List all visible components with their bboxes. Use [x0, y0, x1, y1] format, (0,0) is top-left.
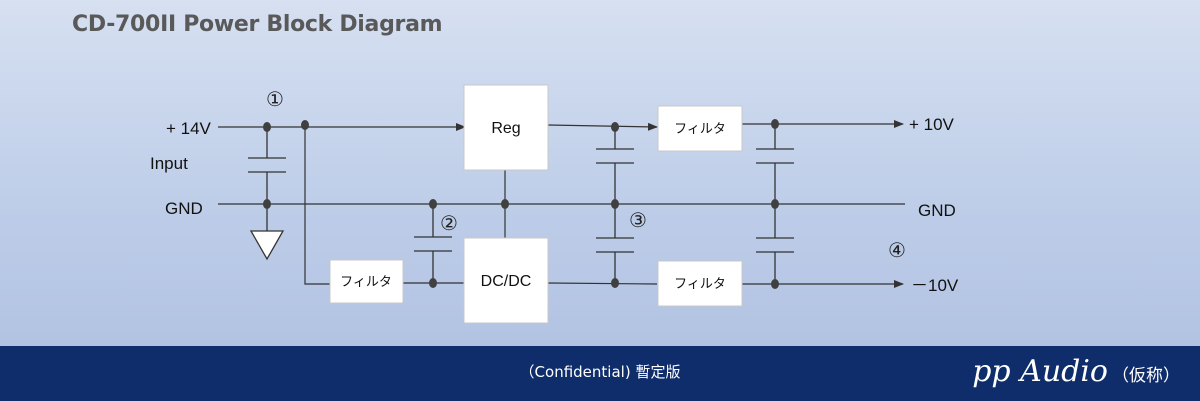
junction-node: [429, 199, 437, 209]
junction-node: [771, 199, 779, 209]
footer-bar: （Confidential) 暫定版 pp Audio（仮称）: [0, 346, 1200, 401]
brand-suffix: （仮称）: [1112, 366, 1180, 386]
page-title: CD-700II Power Block Diagram: [72, 12, 443, 37]
junction-node: [301, 120, 309, 130]
filter-positive-block: [657, 105, 743, 152]
junction-node: [771, 279, 779, 289]
capacitor-4-lower: [756, 204, 794, 284]
input-voltage-label: + 14V: [166, 119, 212, 138]
marker-2: ②: [440, 211, 458, 235]
wire-reg-out: [547, 122, 658, 131]
gnd-left-label: GND: [165, 199, 203, 218]
junction-node: [263, 199, 271, 209]
capacitor-4-upper: [756, 124, 794, 204]
output-negative-label: －10V: [911, 276, 959, 295]
capacitor-3-lower: [596, 204, 634, 283]
output-positive-label: + 10V: [909, 115, 955, 134]
junction-node: [611, 199, 619, 209]
junction-node: [263, 122, 271, 132]
junction-node: [501, 199, 509, 209]
capacitor-input: [248, 127, 286, 231]
gnd-right-label: GND: [918, 201, 956, 220]
regulator-label: Reg: [491, 120, 520, 137]
filter-input-block: [329, 259, 404, 304]
capacitor-3-upper: [596, 127, 634, 204]
filter-negative-label: フィルタ: [674, 277, 726, 292]
power-block-diagram: Reg DC/DC フィルタ フィルタ フィルタ + 14V Input GND…: [150, 84, 959, 324]
junction-node: [429, 278, 437, 288]
filter-input-label: フィルタ: [340, 275, 392, 290]
wire-to-input-filter: [304, 127, 330, 285]
filter-positive-label: フィルタ: [674, 122, 726, 137]
confidential-note: （Confidential) 暫定版: [519, 363, 681, 381]
dcdc-block: [463, 237, 549, 324]
junction-node: [611, 278, 619, 288]
capacitor-2: [414, 204, 452, 283]
input-label: Input: [150, 154, 188, 173]
marker-4: ④: [888, 238, 906, 262]
dcdc-label: DC/DC: [481, 273, 532, 290]
brand-name: pp Audio: [972, 354, 1108, 389]
marker-1: ①: [266, 87, 284, 111]
ground-icon: [249, 230, 285, 261]
filter-negative-block: [657, 260, 743, 307]
junction-node: [611, 122, 619, 132]
marker-3: ③: [629, 208, 647, 232]
wire-dcdc-out: [547, 282, 658, 285]
brand-logo: pp Audio（仮称）: [972, 354, 1180, 389]
regulator-block: [463, 84, 549, 171]
junction-node: [771, 119, 779, 129]
